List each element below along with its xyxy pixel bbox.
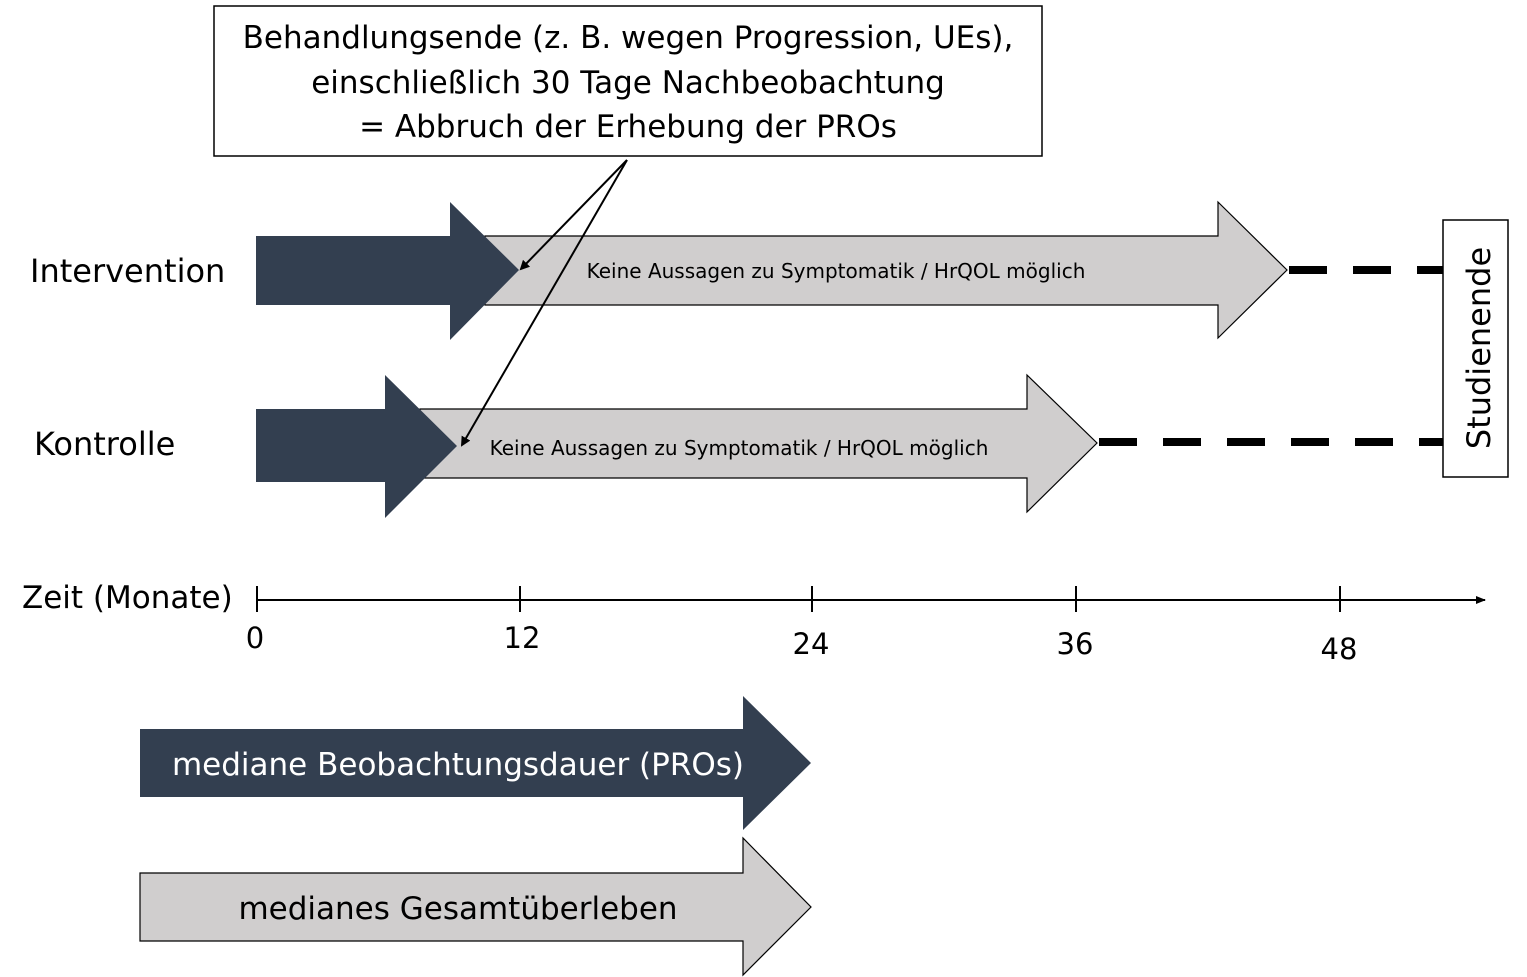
kontrolle-gray-text: Keine Aussagen zu Symptomatik / HrQOL mö… <box>490 436 989 460</box>
legend-gray-label: medianes Gesamtüberleben <box>238 891 677 927</box>
legend-dark-arrow <box>140 696 811 830</box>
kontrolle-gray-arrow <box>419 373 1098 514</box>
intervention-gray-arrow <box>484 200 1288 340</box>
callout-line-1: Behandlungsende (z. B. wegen Progression… <box>243 20 1014 56</box>
intervention-dark-arrow <box>256 202 519 340</box>
study-end-label: Studienende <box>1460 247 1498 449</box>
kontrolle-dark-arrow <box>256 375 457 518</box>
axis-tick-label-0: 0 <box>246 621 264 655</box>
legend-dark-label: mediane Beobachtungsdauer (PROs) <box>172 747 744 783</box>
row-label-intervention: Intervention <box>30 252 225 290</box>
callout-line-3: = Abbruch der Erhebung der PROs <box>359 109 897 145</box>
legend-gray-arrow <box>139 836 812 977</box>
axis-label: Zeit (Monate) <box>22 580 233 616</box>
callout-line-2: einschließlich 30 Tage Nachbeobachtung <box>311 65 945 101</box>
callout-arrow-kontrolle <box>460 159 628 447</box>
axis-tick-label-24: 24 <box>793 627 830 661</box>
axis-tick-label-36: 36 <box>1057 627 1094 661</box>
callout-box <box>213 5 1043 157</box>
callout-arrow-intervention <box>519 159 628 271</box>
study-end-box <box>1442 219 1509 478</box>
axis-tick-label-48: 48 <box>1321 632 1358 666</box>
axis-tick-label-12: 12 <box>504 621 541 655</box>
intervention-gray-text: Keine Aussagen zu Symptomatik / HrQOL mö… <box>587 259 1086 283</box>
row-label-kontrolle: Kontrolle <box>34 425 175 463</box>
